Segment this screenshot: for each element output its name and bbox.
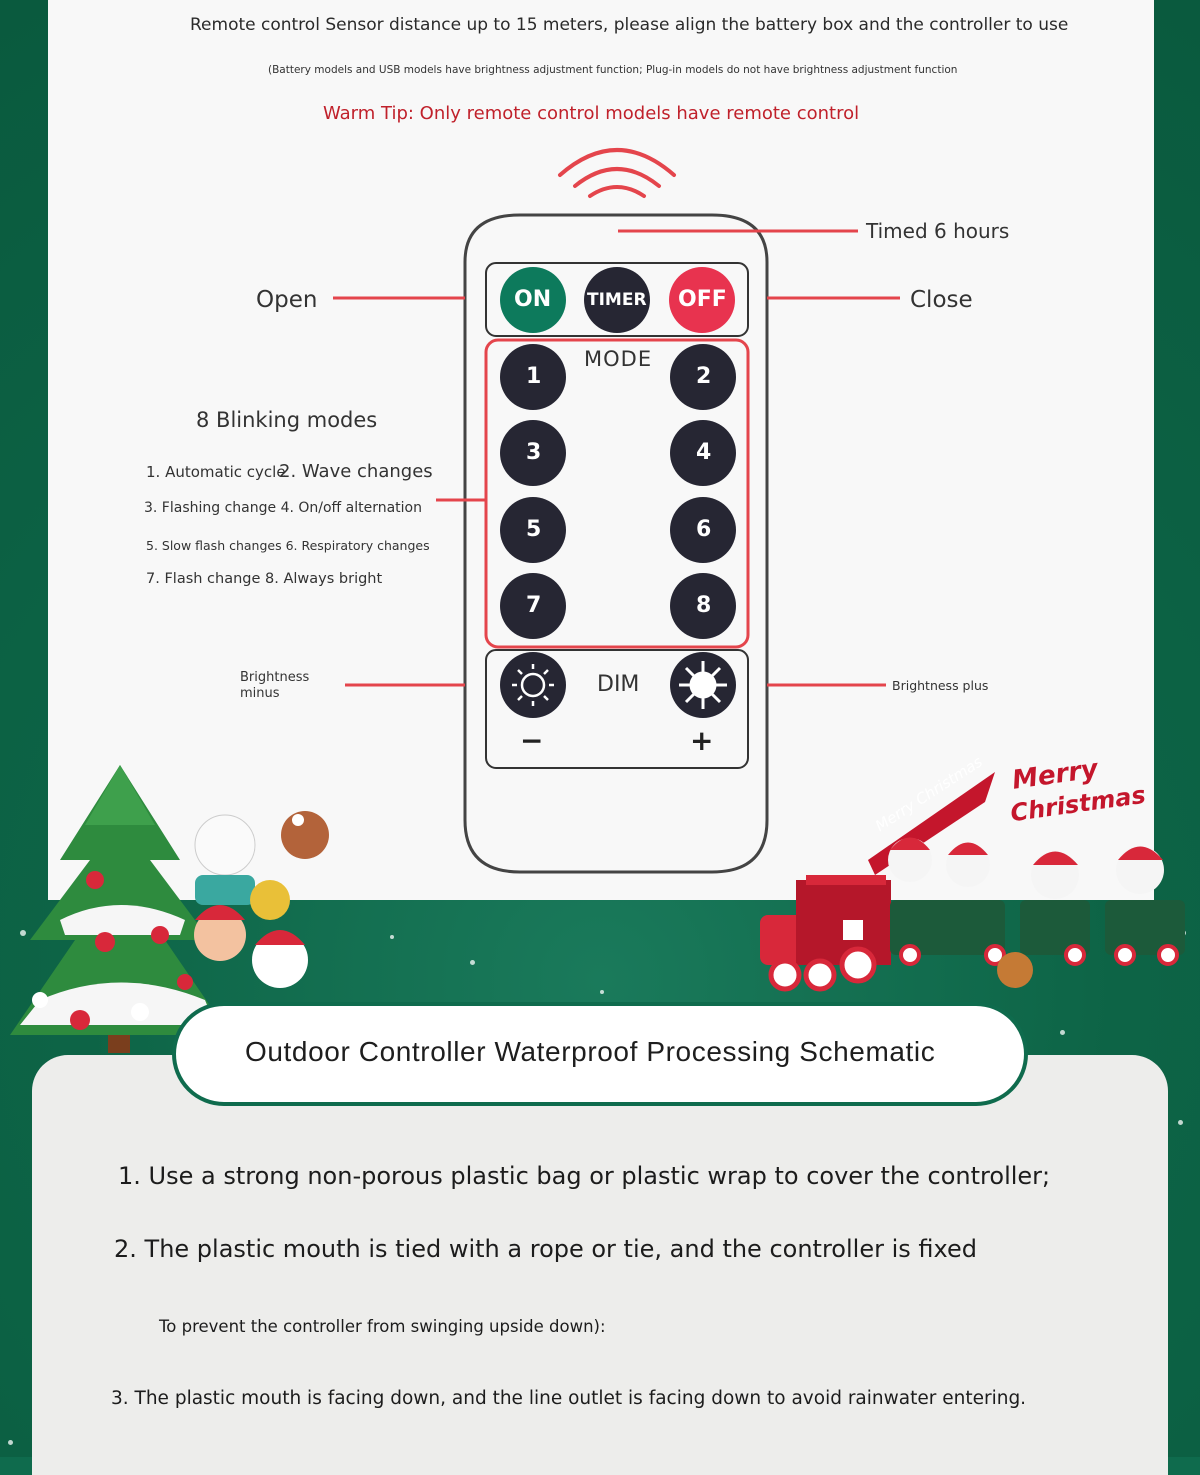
mode-row1-b: 2. Wave changes: [279, 461, 433, 482]
mode-row3: 5. Slow flash changes 6. Respiratory cha…: [146, 538, 430, 553]
mode-button-5: [500, 497, 566, 563]
modes-title: 8 Blinking modes: [196, 408, 378, 432]
dim-minus-button: [500, 652, 566, 718]
section-title: Outdoor Controller Waterproof Processing…: [245, 1036, 936, 1067]
mode-button-8: [670, 573, 736, 639]
num-4: 4: [696, 440, 712, 465]
timed-label: Timed 6 hours: [866, 219, 1010, 243]
off-button-label: OFF: [678, 287, 727, 312]
timer-button: [584, 267, 650, 333]
dim-button-group: [485, 649, 749, 769]
mode-label: MODE: [584, 347, 653, 371]
num-8: 8: [696, 593, 712, 618]
section-title-pill: [172, 1002, 1028, 1106]
signal-waves-icon: [558, 148, 676, 198]
header-line1: Remote control Sensor distance up to 15 …: [190, 15, 1069, 35]
minus-label: −: [520, 724, 544, 757]
close-label: Close: [910, 287, 973, 313]
mode-row4: 7. Flash change 8. Always bright: [146, 571, 383, 587]
dim-label: DIM: [597, 672, 640, 697]
train-icon: [760, 837, 1185, 992]
num-2: 2: [696, 364, 712, 389]
num-3: 3: [526, 440, 542, 465]
sun-dim-icon: [512, 664, 554, 706]
num-1: 1: [526, 364, 542, 389]
plus-label: +: [690, 724, 714, 757]
num-7: 7: [526, 593, 542, 618]
mode-button-1: [500, 344, 566, 410]
mode-button-group: [484, 338, 750, 649]
timer-button-label: TIMER: [587, 290, 647, 310]
mode-button-2: [670, 344, 736, 410]
num-5: 5: [526, 517, 542, 542]
remote-control-diagram: [333, 148, 900, 874]
brightness-minus-label-2: minus: [240, 686, 280, 701]
on-button-label: ON: [514, 287, 552, 312]
mode-button-7: [500, 573, 566, 639]
step-1: 1. Use a strong non-porous plastic bag o…: [118, 1162, 1051, 1190]
brightness-minus-label-1: Brightness: [240, 670, 310, 685]
off-button: [669, 267, 735, 333]
open-label: Open: [256, 287, 318, 313]
on-button: [500, 267, 566, 333]
step-2-note: To prevent the controller from swinging …: [159, 1317, 606, 1336]
step-2: 2. The plastic mouth is tied with a rope…: [114, 1235, 977, 1263]
num-6: 6: [696, 517, 712, 542]
mode-button-4: [670, 420, 736, 486]
mode-row1-a: 1. Automatic cycle: [146, 463, 286, 481]
power-button-group: [485, 262, 749, 337]
header-line2: (Battery models and USB models have brig…: [268, 64, 958, 76]
step-3: 3. The plastic mouth is facing down, and…: [111, 1388, 1027, 1409]
sun-bright-icon: [679, 661, 727, 709]
christmas-decorations: [10, 765, 1185, 1053]
warm-tip: Warm Tip: Only remote control models hav…: [323, 103, 860, 124]
mode-button-6: [670, 497, 736, 563]
mode-button-3: [500, 420, 566, 486]
mode-row2: 3. Flashing change 4. On/off alternation: [144, 500, 422, 516]
brightness-plus-label: Brightness plus: [892, 678, 989, 693]
christmas-tree-icon: [10, 765, 230, 1053]
waterproof-panel: [32, 1055, 1168, 1475]
character-cluster: [194, 811, 329, 988]
